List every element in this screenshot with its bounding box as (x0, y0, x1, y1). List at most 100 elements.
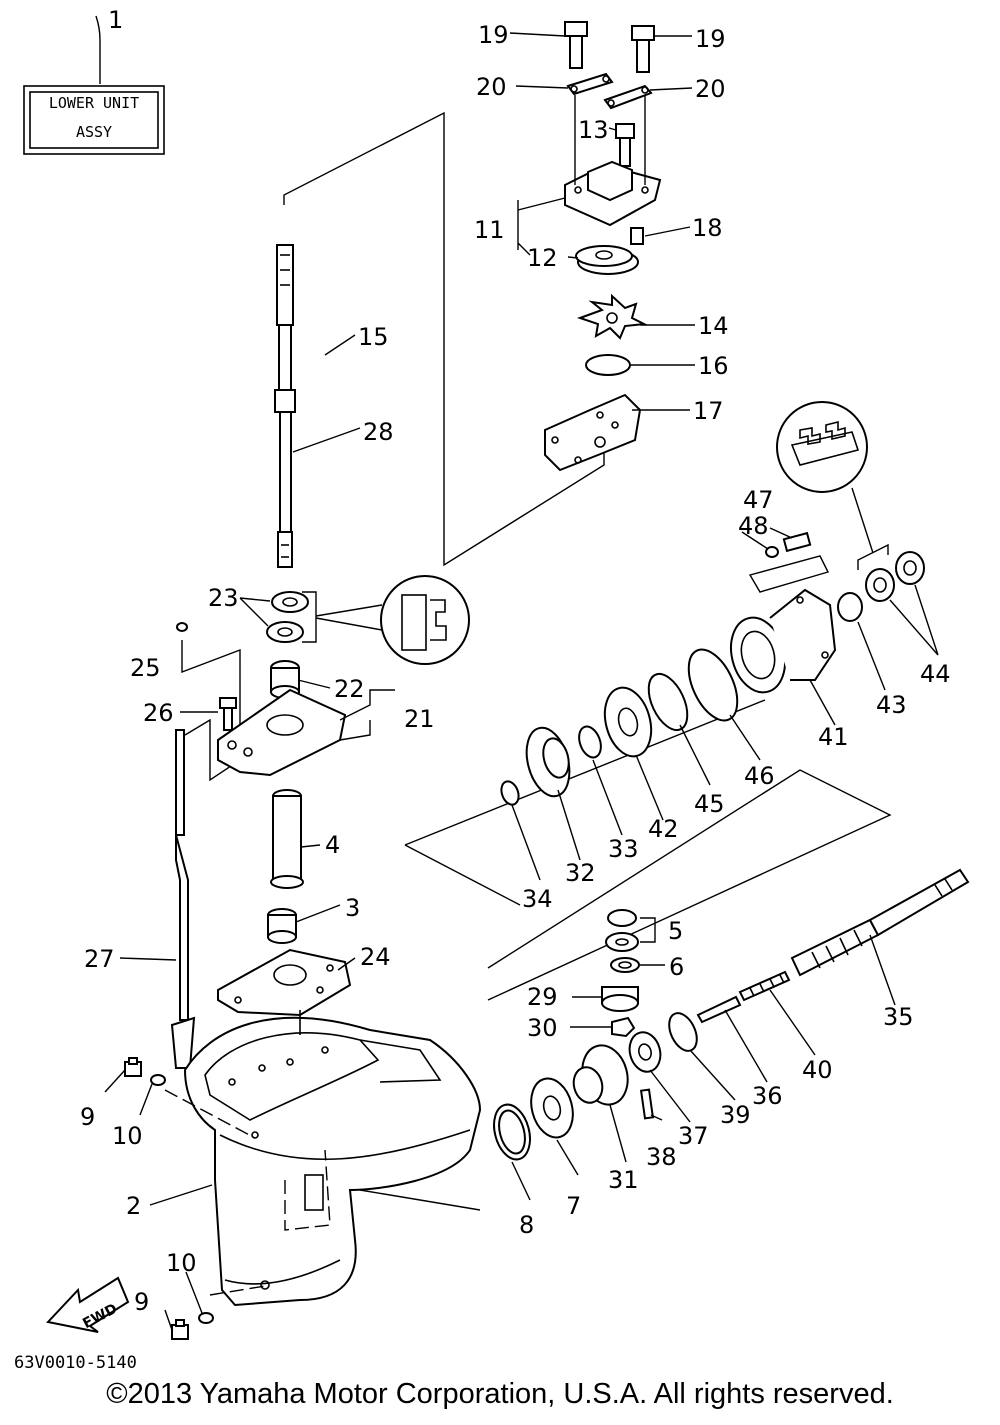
callout-33: 33 (608, 835, 639, 863)
callout-8: 8 (519, 1211, 534, 1239)
spring-40 (738, 970, 791, 1002)
callout-15: 15 (358, 323, 389, 351)
o-ring-16 (585, 354, 631, 376)
washer-34 (500, 780, 520, 806)
callout-35: 35 (883, 1003, 914, 1031)
callout-5: 5 (668, 917, 683, 945)
callout-24: 24 (360, 943, 391, 971)
callout-23: 23 (208, 584, 239, 612)
diagram-code: 63V0010-5140 (14, 1353, 137, 1373)
seal-detail-magnifier (380, 575, 470, 665)
callout-17: 17 (693, 397, 724, 425)
callout-41: 41 (818, 723, 849, 751)
callout-12: 12 (527, 244, 558, 272)
insert-12 (575, 245, 639, 275)
callout-44: 44 (920, 660, 951, 688)
callout-10-upper: 10 (112, 1122, 143, 1150)
drive-shaft (274, 244, 296, 568)
callout-30: 30 (527, 1014, 558, 1042)
washer-10-upper (150, 1074, 166, 1086)
callout-27: 27 (84, 945, 115, 973)
callout-11: 11 (474, 216, 505, 244)
plug-9-lower (171, 1319, 189, 1340)
propshaft-bracket-line (487, 769, 892, 1001)
retainer-21 (217, 688, 395, 777)
callout-25: 25 (130, 654, 161, 682)
forward-gear-31 (572, 1044, 629, 1106)
callout-37: 37 (678, 1122, 709, 1150)
callout-3: 3 (345, 894, 360, 922)
callout-31: 31 (608, 1166, 639, 1194)
washer-48 (765, 546, 779, 558)
nut-30 (611, 1016, 636, 1038)
tube-4 (270, 789, 304, 889)
o-ring-45 (647, 672, 689, 732)
callout-29: 29 (527, 983, 558, 1011)
clip-39 (668, 1012, 698, 1052)
driveshaft-bracket-line (283, 111, 605, 567)
washer-10-lower (198, 1312, 214, 1324)
callout-19-left: 19 (478, 21, 509, 49)
collar-3 (267, 908, 297, 944)
shim-6 (610, 957, 640, 973)
bearing-housing-41 (730, 588, 837, 694)
lower-unit-assy-box: LOWER UNIT ASSY 1 (23, 6, 165, 155)
callout-28: 28 (363, 418, 394, 446)
callout-20-right: 20 (695, 75, 726, 103)
reverse-gear-32 (525, 726, 571, 798)
callout-18: 18 (692, 214, 723, 242)
bolt-26 (219, 697, 237, 731)
seal-44-pair (851, 487, 925, 602)
callout-26: 26 (143, 699, 174, 727)
callout-10-lower: 10 (166, 1249, 197, 1277)
callout-38: 38 (646, 1143, 677, 1171)
shift-rod-27 (170, 729, 196, 1069)
callout-43: 43 (876, 691, 907, 719)
pin-38 (639, 1088, 655, 1120)
callout-40: 40 (802, 1056, 833, 1084)
pump-housing-11 (564, 95, 662, 227)
clutch-37 (628, 1031, 662, 1073)
box-label-line1: LOWER UNIT (49, 94, 139, 112)
callout-1: 1 (108, 6, 123, 34)
callout-2: 2 (126, 1192, 141, 1220)
callout-32: 32 (565, 859, 596, 887)
callout-4: 4 (325, 831, 340, 859)
pinion-29 (601, 986, 639, 1012)
callout-16: 16 (698, 352, 729, 380)
impeller-14 (576, 293, 648, 340)
callout-20-left: 20 (476, 73, 507, 101)
fwd-arrow: FWD (46, 1276, 130, 1333)
bearing-42 (603, 686, 653, 758)
bolt-19-left (564, 21, 588, 69)
callout-47: 47 (743, 486, 774, 514)
plunger-36 (696, 995, 742, 1024)
callout-21: 21 (404, 705, 435, 733)
gasket-24 (217, 948, 352, 1017)
callout-45: 45 (694, 790, 725, 818)
callout-42: 42 (648, 815, 679, 843)
ring-8 (493, 1103, 531, 1161)
bolt-19-right (631, 25, 655, 73)
callout-7: 7 (566, 1192, 581, 1220)
o-ring-46 (687, 648, 739, 722)
callout-14: 14 (698, 312, 729, 340)
bolt-13 (615, 123, 635, 167)
callout-46: 46 (744, 762, 775, 790)
bearing-23-lower (266, 621, 304, 643)
gasket-17 (544, 393, 642, 472)
callout-39: 39 (720, 1101, 751, 1129)
propeller-shaft-35 (790, 868, 970, 977)
leader-lines (104, 32, 939, 1331)
callout-34: 34 (522, 885, 553, 913)
plate-20-right (603, 84, 653, 110)
callout-9-upper: 9 (80, 1103, 95, 1131)
shim-33 (578, 725, 602, 759)
callout-19-right: 19 (695, 25, 726, 53)
bearing-23-upper (271, 591, 309, 613)
bushing-43 (837, 592, 863, 622)
callout-48: 48 (738, 512, 769, 540)
callout-labels: 19 19 20 20 13 11 12 18 14 16 17 15 28 2… (80, 21, 951, 1316)
lower-casing-2 (164, 1010, 482, 1307)
